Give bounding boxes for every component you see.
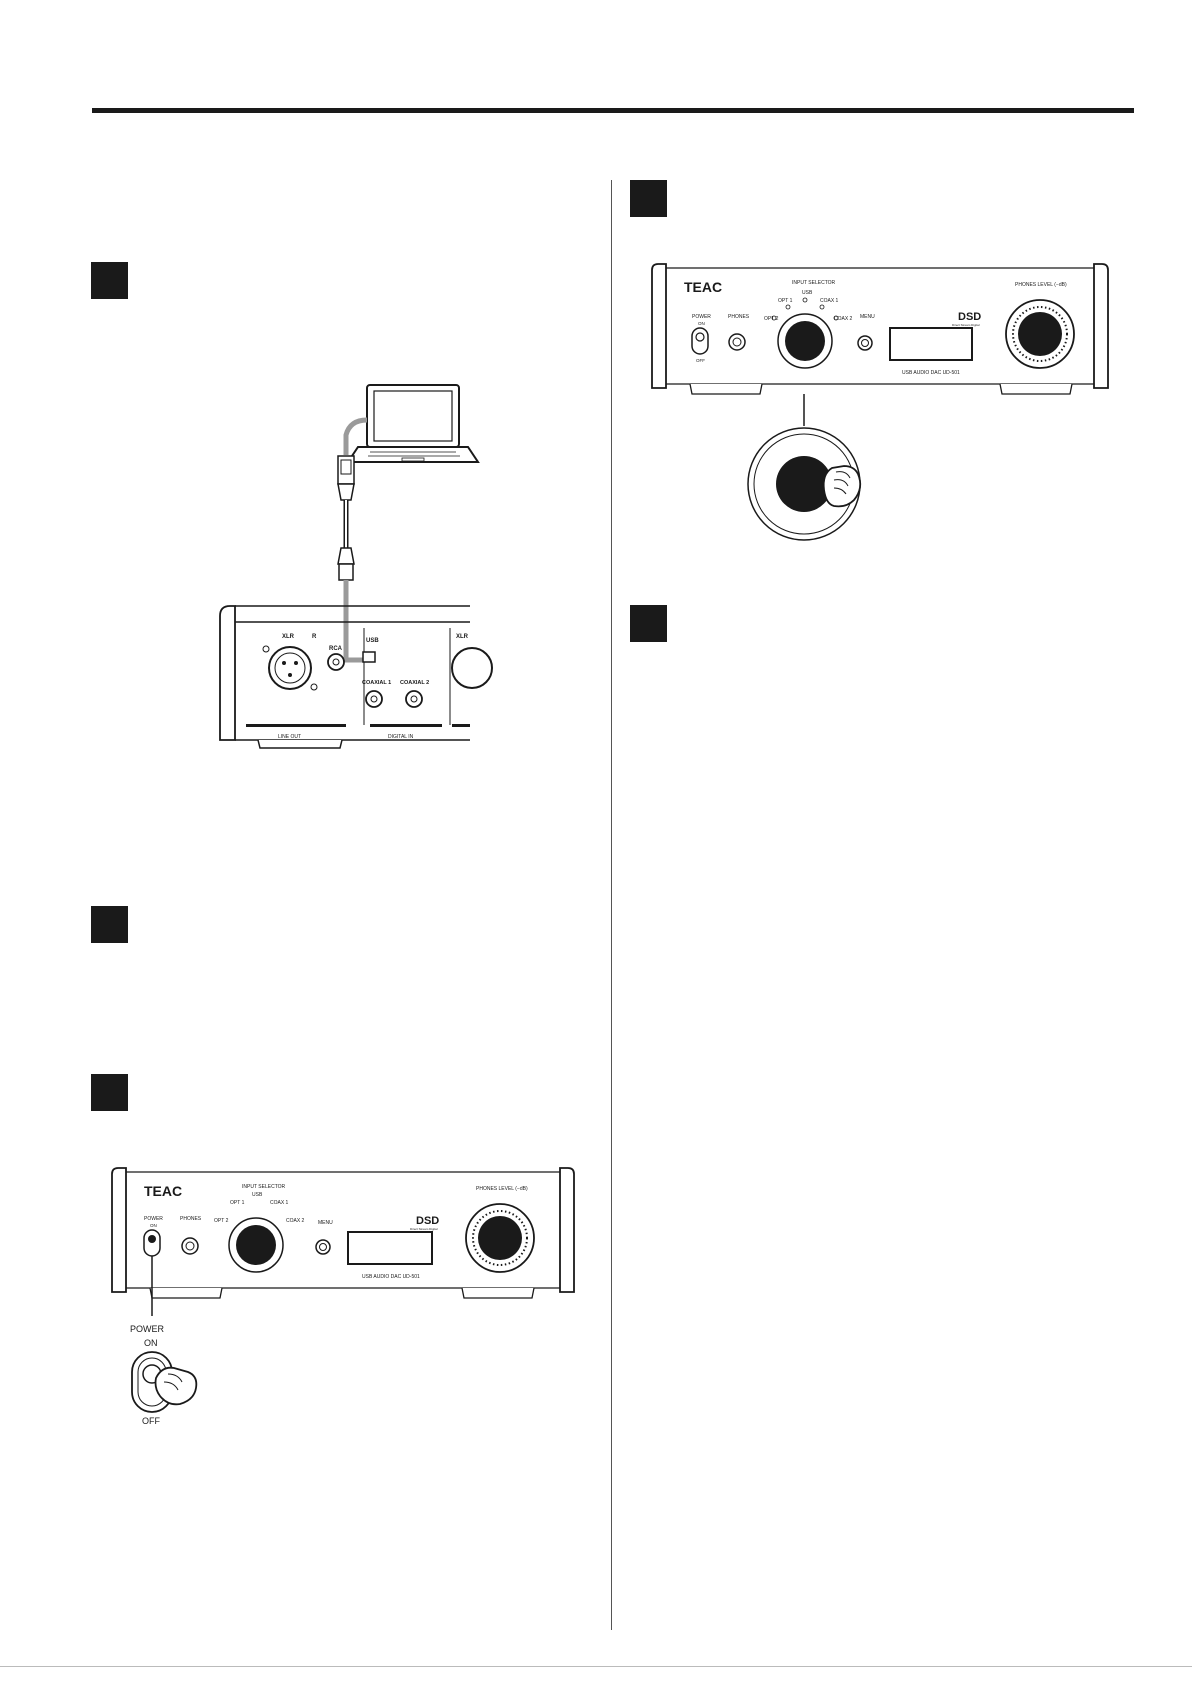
dsd-sub: Direct Stream Digital [952, 323, 980, 327]
coaxial1-label: COAXIAL 1 [362, 680, 391, 686]
on-label-small: ON [698, 321, 705, 326]
rear-panel: XLR R RCA USB COAXIAL 1 COAXIAL 2 XLR LI… [219, 605, 493, 749]
line-out-label: LINE OUT [278, 734, 301, 740]
hand-icon [822, 465, 862, 508]
coax1-label-2: COAX 1 [270, 1200, 289, 1206]
model-name-2: USB AUDIO DAC UD-501 [362, 1274, 420, 1280]
top-rule [92, 108, 1134, 113]
step-box-power-on [91, 1074, 128, 1111]
power-label-small: POWER [692, 314, 711, 320]
usb-input-label-2: USB [252, 1192, 263, 1198]
dsd-logo-2: DSD [416, 1215, 439, 1227]
bottom-rule [0, 1666, 1192, 1667]
phones-label: PHONES [728, 314, 750, 320]
phones-level-label-2: PHONES LEVEL (−dB) [476, 1186, 528, 1192]
power-on-figure: TEAC INPUT SELECTOR USB OPT 1 OPT 2 COAX… [111, 1167, 575, 1426]
usb-connection-figure: XLR R RCA USB COAXIAL 1 COAXIAL 2 XLR LI… [219, 384, 493, 749]
power-callout-off: OFF [142, 1416, 160, 1426]
input-selector-label: INPUT SELECTOR [792, 280, 836, 286]
digital-in-label: DIGITAL IN [388, 734, 414, 740]
opt2-label: OPT 2 [764, 316, 779, 322]
front-panel-top: TEAC INPUT SELECTOR USB OPT 1 OPT 2 COAX… [651, 263, 1109, 395]
input-selector-figure: TEAC INPUT SELECTOR USB OPT 1 OPT 2 COAX… [651, 263, 1109, 541]
model-name: USB AUDIO DAC UD-501 [902, 370, 960, 376]
step-box-select-input [630, 180, 667, 217]
menu-label: MENU [860, 314, 875, 320]
usb-port-label: USB [366, 638, 379, 644]
hand-icon-2 [154, 1366, 198, 1406]
coax1-label: COAX 1 [820, 298, 839, 304]
dsd-sub-2: Direct Stream Digital [410, 1227, 438, 1231]
step-box-connect-usb [91, 262, 128, 299]
dsd-logo: DSD [958, 311, 981, 323]
off-label-small: OFF [696, 358, 705, 363]
phones-level-label: PHONES LEVEL (−dB) [1015, 282, 1067, 288]
right-channel-label: R [312, 634, 317, 640]
brand-logo-2: TEAC [144, 1183, 182, 1199]
power-label-small-2: POWER [144, 1216, 163, 1222]
usb-a-plug [337, 455, 355, 501]
step-box-2 [91, 906, 128, 943]
on-label-small-2: ON [150, 1223, 157, 1228]
brand-logo: TEAC [684, 279, 722, 295]
input-selector-label-2: INPUT SELECTOR [242, 1184, 286, 1190]
column-divider [611, 180, 612, 1630]
xlr2-label: XLR [456, 634, 469, 640]
selector-knob-enlarged [747, 427, 861, 541]
power-callout-on: ON [144, 1338, 158, 1348]
coax2-label-2: COAX 2 [286, 1218, 305, 1224]
coaxial2-label: COAXIAL 2 [400, 680, 429, 686]
usb-b-plug [337, 547, 355, 581]
step-box-6 [630, 605, 667, 642]
xlr-label: XLR [282, 634, 295, 640]
power-callout-label: POWER [130, 1324, 165, 1334]
menu-label-2: MENU [318, 1220, 333, 1226]
coax2-label: COAX 2 [834, 316, 853, 322]
front-panel-bottom: TEAC INPUT SELECTOR USB OPT 1 OPT 2 COAX… [111, 1167, 575, 1299]
opt1-label-2: OPT 1 [230, 1200, 245, 1206]
usb-input-label: USB [802, 290, 813, 296]
phones-label-2: PHONES [180, 1216, 202, 1222]
opt2-label-2: OPT 2 [214, 1218, 229, 1224]
rca-label: RCA [329, 646, 343, 652]
opt1-label: OPT 1 [778, 298, 793, 304]
computer-icon [346, 384, 480, 463]
